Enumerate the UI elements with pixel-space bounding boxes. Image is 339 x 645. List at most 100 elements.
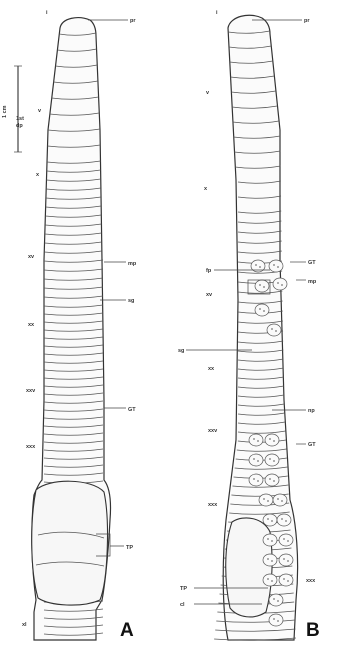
pore-dot xyxy=(283,538,285,540)
label-gt-lower: GT xyxy=(308,442,316,448)
papilla xyxy=(279,534,293,546)
label-sg: sg xyxy=(128,298,134,304)
papilla xyxy=(263,574,277,586)
pore-dot xyxy=(273,440,275,442)
caption-b: B xyxy=(306,620,320,641)
pore-dot xyxy=(273,598,275,600)
label-tp: TP xyxy=(126,545,133,551)
label-xx: xx xyxy=(208,366,215,372)
worm-a-clitellum xyxy=(32,481,108,605)
pore-dot xyxy=(263,310,265,312)
papilla xyxy=(249,454,263,466)
papilla xyxy=(259,494,273,506)
pore-dot xyxy=(283,578,285,580)
papilla xyxy=(265,454,279,466)
pore-dot xyxy=(259,284,261,286)
papilla xyxy=(255,304,269,316)
pore-dot xyxy=(263,498,265,500)
label-dp: dp xyxy=(16,123,23,129)
papilla xyxy=(263,534,277,546)
label-mp: mp xyxy=(128,261,137,267)
label-xxv: xxv xyxy=(208,428,218,434)
pore-dot xyxy=(271,520,273,522)
panel-a: i pr 1 cm 1st dp v x xv xx xxv xxx xl mp… xyxy=(2,10,137,641)
caption-a: A xyxy=(120,620,134,641)
pore-dot xyxy=(253,438,255,440)
label-pr: pr xyxy=(130,18,136,24)
pore-dot xyxy=(257,480,259,482)
pore-dot xyxy=(267,518,269,520)
papilla xyxy=(273,278,287,290)
papilla xyxy=(269,260,283,272)
label-gt: GT xyxy=(128,407,136,413)
pore-dot xyxy=(281,284,283,286)
pore-dot xyxy=(273,618,275,620)
pore-dot xyxy=(259,266,261,268)
label-xxx: xxx xyxy=(26,444,36,450)
worm-b-clitellum xyxy=(226,518,272,617)
papilla xyxy=(273,494,287,506)
pore-dot xyxy=(285,520,287,522)
label-tp: TP xyxy=(180,586,187,592)
papilla xyxy=(277,514,291,526)
pore-dot xyxy=(267,500,269,502)
label-v: v xyxy=(206,90,210,96)
pore-dot xyxy=(257,440,259,442)
pore-dot xyxy=(281,518,283,520)
pore-dot xyxy=(271,580,273,582)
papilla xyxy=(263,514,277,526)
pore-dot xyxy=(281,500,283,502)
label-xl: xl xyxy=(22,622,27,628)
papilla xyxy=(263,554,277,566)
papilla xyxy=(279,554,293,566)
papilla xyxy=(255,280,269,292)
papilla xyxy=(267,324,281,336)
pore-dot xyxy=(253,458,255,460)
label-gt-upper: GT xyxy=(308,260,316,266)
pore-dot xyxy=(267,578,269,580)
pore-dot xyxy=(287,560,289,562)
label-xv: xv xyxy=(206,292,213,298)
pore-dot xyxy=(267,538,269,540)
pore-dot xyxy=(271,328,273,330)
pore-dot xyxy=(273,460,275,462)
pore-dot xyxy=(271,560,273,562)
pore-dot xyxy=(283,558,285,560)
label-xxx: xxx xyxy=(208,502,218,508)
pore-dot xyxy=(287,580,289,582)
label-x: x xyxy=(204,186,208,192)
papilla xyxy=(265,434,279,446)
label-scale: 1 cm xyxy=(2,105,8,118)
label-x: x xyxy=(36,172,40,178)
papilla xyxy=(279,574,293,586)
pore-dot xyxy=(253,478,255,480)
pore-dot xyxy=(273,264,275,266)
pore-dot xyxy=(277,600,279,602)
papilla xyxy=(269,614,283,626)
label-i: i xyxy=(46,10,48,16)
label-xx: xx xyxy=(28,322,35,328)
pore-dot xyxy=(255,264,257,266)
label-np: np xyxy=(308,408,315,414)
pore-dot xyxy=(287,540,289,542)
label-first: 1st xyxy=(16,116,24,122)
pore-dot xyxy=(269,478,271,480)
pore-dot xyxy=(269,438,271,440)
papilla xyxy=(269,594,283,606)
label-sg: sg xyxy=(178,348,184,354)
pore-dot xyxy=(257,460,259,462)
label-v: v xyxy=(38,108,42,114)
papilla xyxy=(249,474,263,486)
label-cl: cl xyxy=(180,602,185,608)
papilla xyxy=(249,434,263,446)
label-fp: fp xyxy=(206,268,212,274)
label-xv: xv xyxy=(28,254,35,260)
pore-dot xyxy=(269,458,271,460)
pore-dot xyxy=(271,540,273,542)
pore-dot xyxy=(277,620,279,622)
pore-dot xyxy=(267,558,269,560)
label-i: i xyxy=(216,10,218,16)
papilla xyxy=(265,474,279,486)
pore-dot xyxy=(273,480,275,482)
